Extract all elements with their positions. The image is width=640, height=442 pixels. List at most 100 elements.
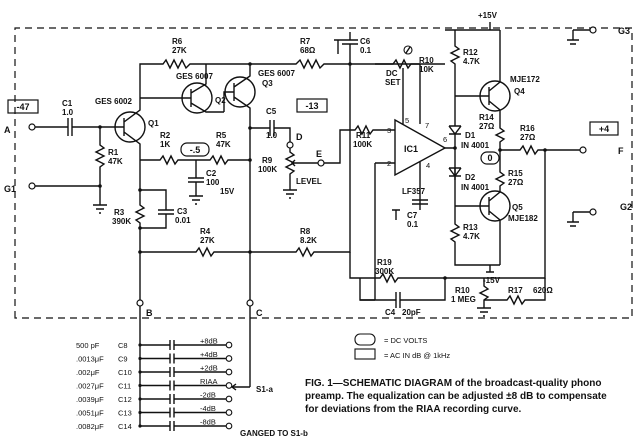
c6-capacitor [342,32,358,64]
q4-part: MJE172 [510,75,540,84]
terminal-c[interactable] [246,299,254,307]
r13-resistor [449,210,500,266]
r4-value: 27K [200,236,215,245]
r9-value: 100K [258,165,277,174]
legend-ac-symbol [354,348,376,360]
bank-switch-contact[interactable] [225,341,233,349]
q4-ref: Q4 [514,87,525,96]
terminal-g2-label: G2 [620,202,632,212]
bank-cap-ref: C10 [118,368,132,377]
supply-neg-label: -15V [483,276,501,285]
d1-diode [448,120,462,148]
r6-ref: R6 [172,37,183,46]
bank-setting-label: -2dB [200,391,216,400]
bank-setting-label: -8dB [200,418,216,427]
bank-setting-label: +2dB [200,364,218,373]
bank-switch-contact[interactable] [225,368,233,376]
terminal-c-label: C [256,308,263,318]
r4-resistor [140,246,250,258]
legend-dc-symbol [354,333,376,346]
pos-supply-rail [445,22,500,120]
bank-switch-contact[interactable] [225,409,233,416]
terminal-g3[interactable] [589,26,597,34]
c6-value: 0.1 [360,46,372,55]
bank-node [138,410,142,415]
q4-leads [455,30,501,118]
offset-leads [402,64,421,124]
bank-switch-contact[interactable] [225,382,233,389]
r10-ref: R10 [419,56,434,65]
d2-diode [448,167,462,210]
bank-node [138,356,142,361]
dc-set-label-2: SET [385,78,401,87]
terminal-g1-label: G1 [4,184,16,194]
c7-value: 0.1 [407,220,419,229]
r10b-resistor [478,278,490,308]
r2-ref: R2 [160,131,171,140]
r5-ref: R5 [216,131,227,140]
bank-switch-contact[interactable] [225,395,233,403]
terminal-b[interactable] [136,299,144,307]
r3-ref: R3 [114,208,125,217]
terminal-g1[interactable] [28,182,36,190]
q1-leads [120,88,141,175]
bank-capacitor [140,353,226,364]
r5-value: 47K [216,140,231,149]
q5-part: MJE182 [508,214,538,223]
bank-cap-value: .0039μF [76,395,104,404]
bank-switch-contact[interactable] [225,422,233,430]
terminal-g2[interactable] [589,208,597,216]
bank-cap-value: .0013μF [76,355,104,364]
terminal-f-label: F [618,146,624,156]
c2-capacitor [188,160,204,196]
caption-line-3: for deviations from the RIAA recording c… [305,404,522,415]
q3-leads [223,64,251,300]
q5-leads [455,190,501,265]
q1-part: GES 6002 [95,97,132,106]
ground-symbol-3 [283,189,297,199]
terminal-a[interactable] [28,123,36,131]
bank-leads [139,306,251,425]
c5-value: 1.0 [266,131,278,140]
terminal-d[interactable] [286,141,294,149]
c1-capacitor [67,118,73,136]
r3-value: 390K [112,217,131,226]
g2-ground [567,211,590,227]
ic1-pin3: 3 [387,126,391,135]
dc-set-adjust-icon[interactable] [403,45,413,55]
bank-node [138,383,142,388]
r10-value: 10K [419,65,434,74]
ic1-pin4: 4 [426,161,430,170]
ground-symbol-4 [334,39,342,54]
switch-arrow-icon [230,383,237,391]
bank-node [138,424,142,428]
bank-node [138,397,142,401]
c2-value: 100 [206,178,220,187]
r17-resistor [360,278,546,306]
ac-reading-d: -13 [305,101,318,111]
bank-cap-ref: C12 [118,395,132,404]
bank-cap-value: 500 pF [76,341,100,350]
terminal-f[interactable] [579,146,587,154]
bank-setting-label: -4dB [200,404,216,413]
r16-ref: R16 [520,124,535,133]
q1-ref: Q1 [148,119,159,128]
bank-cap-value: .0027μF [76,382,104,391]
ganged-label: GANGED TO S1-b [240,429,308,438]
r17-ref: R17 [508,286,523,295]
terminal-e-label: E [316,149,322,159]
terminal-e[interactable] [317,159,325,167]
r14-value: 27Ω [479,122,495,131]
bank-cap-ref: C8 [118,341,128,350]
bank-switch-contact[interactable] [225,355,233,362]
ac-input-reading: -47 [16,102,29,112]
ac-output-reading: +4 [599,124,609,134]
r9-wiper [291,159,300,167]
r10-potentiometer[interactable] [375,58,420,70]
c3-ref: C3 [177,207,188,216]
ground-symbol-1 [93,204,107,214]
r9-potentiometer[interactable] [284,148,296,190]
ic-inverting-input [374,162,395,300]
r13-ref: R13 [463,223,478,232]
